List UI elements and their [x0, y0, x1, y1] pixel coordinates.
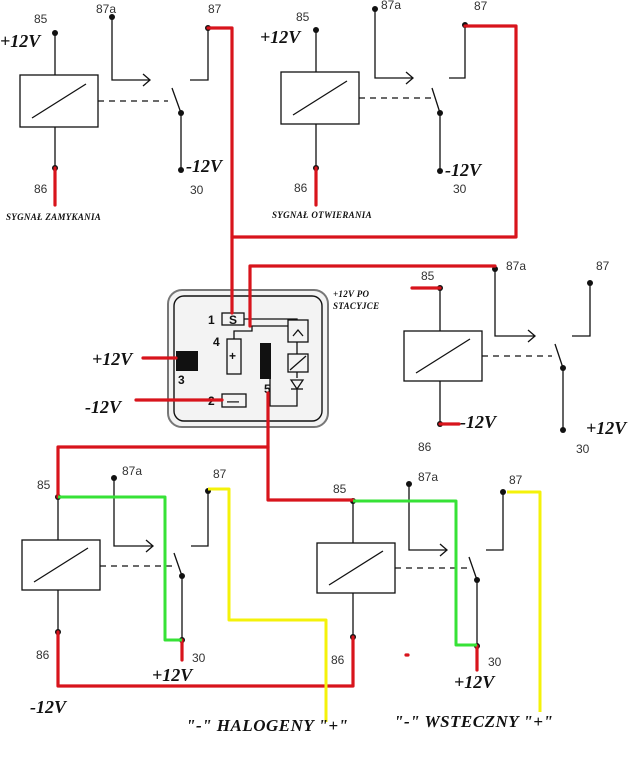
pin-30-label: 30	[190, 183, 204, 197]
relay-top-right: 85 +12V 87a 87 -12V 30 86 SYGNAŁ OTWIERA…	[260, 0, 488, 220]
relay-coil	[21, 539, 101, 591]
signal-label: SYGNAŁ ZAMYKANIA	[6, 212, 101, 222]
pin-5-terminal	[260, 343, 271, 379]
pin-87a-label: 87a	[506, 259, 526, 273]
module-relay-icon	[287, 319, 309, 343]
module-mark-plus: +	[229, 349, 236, 363]
module-pin-5: 5	[264, 382, 271, 396]
module-pin-1: 1	[208, 313, 215, 327]
module-ground-label: -12V	[85, 397, 123, 417]
pin-87a-label: 87a	[96, 2, 116, 16]
pin-85-label: 85	[34, 12, 48, 26]
ground-label: -12V	[186, 156, 224, 176]
supply-label: +12V	[260, 27, 302, 47]
ignition-label-text-line2: STACYJCE	[333, 301, 379, 311]
ignition-label-text: +12V PO	[333, 289, 370, 299]
pin-86-label: 86	[36, 648, 50, 662]
pin-30-label: 30	[453, 182, 467, 196]
green-wires	[58, 495, 477, 647]
pin-30-label: 30	[192, 651, 206, 665]
ignition-label: +12V PO STACYJCE	[333, 284, 379, 311]
pin-85-label: 85	[333, 482, 347, 496]
relay-bottom-right: 85 87a 87 86 30 +12V	[316, 470, 523, 692]
load-wsteczny-label: "-" WSTECZNY "+"	[394, 712, 553, 731]
load-halogeny-label: "-" HALOGENY "+"	[186, 716, 348, 735]
pin-87-label: 87	[509, 473, 523, 487]
pin-30-label: 30	[488, 655, 502, 669]
control-module: S + — 1 4 3 2 5 +12V -12V	[85, 289, 329, 428]
pin-86-label: 86	[331, 653, 345, 667]
relay-middle-right: 85 87a 87 86 30 -12V +12V +12V PO STACYJ…	[333, 259, 628, 456]
out-30-label: +12V	[152, 665, 194, 685]
supply-label: +12V	[0, 31, 42, 51]
pin-3-terminal	[176, 351, 198, 371]
bottom-ground-label: -12V	[30, 697, 68, 717]
pin-85-label: 85	[296, 10, 310, 24]
pin-30-label: 30	[576, 442, 590, 456]
yellow-wires	[208, 487, 542, 722]
pin-85-label: 85	[421, 269, 435, 283]
module-mark-s: S	[229, 313, 237, 327]
module-mark-minus: —	[227, 394, 239, 408]
relay-top-left: 85 +12V 87a 87 -12V 30 86 SYGNAŁ ZAMYKAN…	[0, 2, 224, 222]
pin-87-label: 87	[213, 467, 227, 481]
relay-bottom-left: 85 87a 87 86 30 +12V	[21, 464, 227, 685]
pin-87a-label: 87a	[122, 464, 142, 478]
pin-87a-label: 87a	[418, 470, 438, 484]
pin-87-label: 87	[596, 259, 610, 273]
pin-87a-label: 87a	[381, 0, 401, 12]
pin-86-label: 86	[34, 182, 48, 196]
module-pin-4: 4	[213, 335, 220, 349]
pin-87-label: 87	[208, 2, 222, 16]
ground-label: -12V	[445, 160, 483, 180]
pin-86-label: 86	[418, 440, 432, 454]
signal-label: SYGNAŁ OTWIERANIA	[272, 210, 372, 220]
out-30-label: +12V	[586, 418, 628, 438]
pin-85-label: 85	[37, 478, 51, 492]
module-supply-label: +12V	[92, 349, 134, 369]
pin-86-label: 86	[294, 181, 308, 195]
out-30-label: +12V	[454, 672, 496, 692]
red-wires	[53, 24, 518, 688]
module-pin-3: 3	[178, 373, 185, 387]
pin-87-label: 87	[474, 0, 488, 13]
ground-label: -12V	[460, 412, 498, 432]
